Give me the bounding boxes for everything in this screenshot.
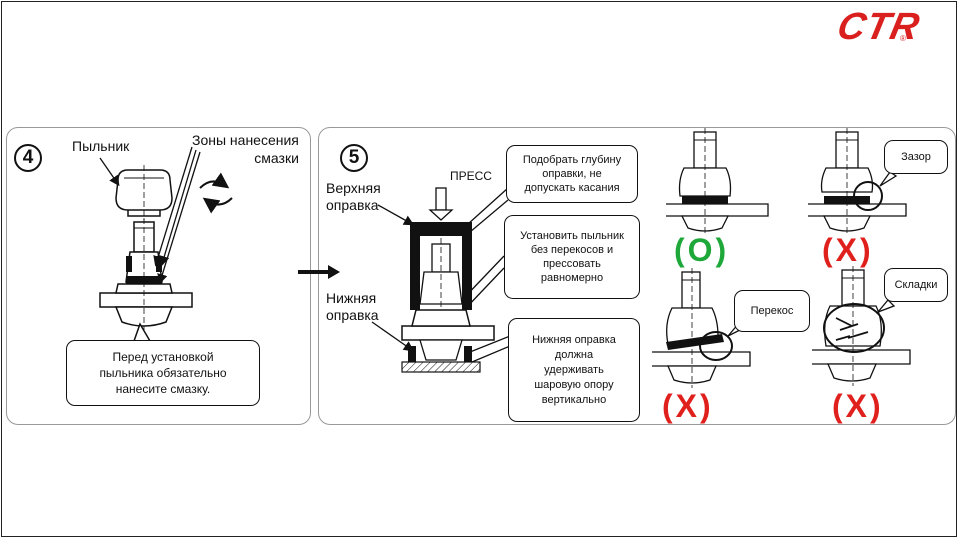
- registered-mark: ®: [900, 34, 906, 43]
- verdict-tilt: (X): [662, 388, 714, 424]
- install-callout: Установить пыльник без перекосов и пресс…: [504, 215, 640, 299]
- gap-callout: Зазор: [884, 140, 948, 174]
- result-tilt-drawing: [652, 268, 751, 388]
- verdict-ok: (O): [674, 232, 730, 268]
- press-label: ПРЕСС: [450, 169, 492, 183]
- step4-ball-joint-drawing: [99, 218, 193, 330]
- depth-callout: Подобрать глубину оправки, не допускать …: [506, 145, 638, 203]
- upper-mandrel-label: Верхняя оправка: [326, 180, 381, 213]
- step4-number: 4: [14, 144, 42, 172]
- result-gap-drawing: [808, 128, 907, 236]
- result-folds-drawing: [812, 266, 911, 386]
- step4-note-callout: Перед установкой пыльника обязательно на…: [66, 340, 260, 406]
- verdict-folds: (X): [832, 388, 884, 424]
- result-ok-drawing: [666, 128, 769, 236]
- lower-mandrel-callout: Нижняя оправка должна удерживать шаровую…: [508, 318, 640, 422]
- ctr-logo: CTR ®: [834, 6, 948, 48]
- press-drawing: [401, 187, 495, 373]
- step4-boot-drawing: [115, 165, 233, 222]
- step5-number: 5: [340, 144, 368, 172]
- verdict-gap: (X): [822, 232, 874, 268]
- boot-label: Пыльник: [72, 138, 130, 154]
- lower-mandrel-label: Нижняя оправка: [326, 290, 379, 323]
- tilt-callout: Перекос: [734, 290, 810, 332]
- grease-zones-label: Зоны нанесения смазки: [192, 132, 299, 166]
- folds-callout: Складки: [884, 268, 948, 302]
